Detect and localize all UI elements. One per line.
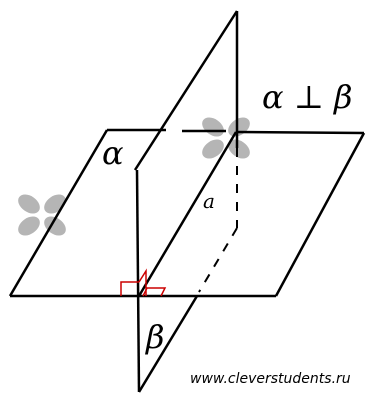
plane-alpha-label: α <box>102 134 124 172</box>
watermark-flower-icon <box>18 194 66 236</box>
perpendicular-relation-label: α ⊥ β <box>262 78 353 116</box>
plane-beta-bottom-edge <box>137 295 199 393</box>
plane-beta-hidden-edge <box>198 148 238 293</box>
plane-alpha-right-edge <box>274 132 366 297</box>
plane-beta <box>133 10 239 393</box>
watermark-flower-icon <box>202 117 250 159</box>
right-angle-mark <box>120 268 167 297</box>
plane-beta-left-edge <box>135 169 141 393</box>
intersection-line-a <box>137 131 238 297</box>
intersection-line-label: a <box>203 189 215 213</box>
plane-beta-top-edge <box>133 10 239 171</box>
plane-alpha-left-edge <box>8 129 109 297</box>
watermark-text: www.cleverstudents.ru <box>190 371 351 387</box>
plane-alpha-top-edge-right <box>237 130 365 135</box>
plane-beta-label: β <box>145 318 165 356</box>
